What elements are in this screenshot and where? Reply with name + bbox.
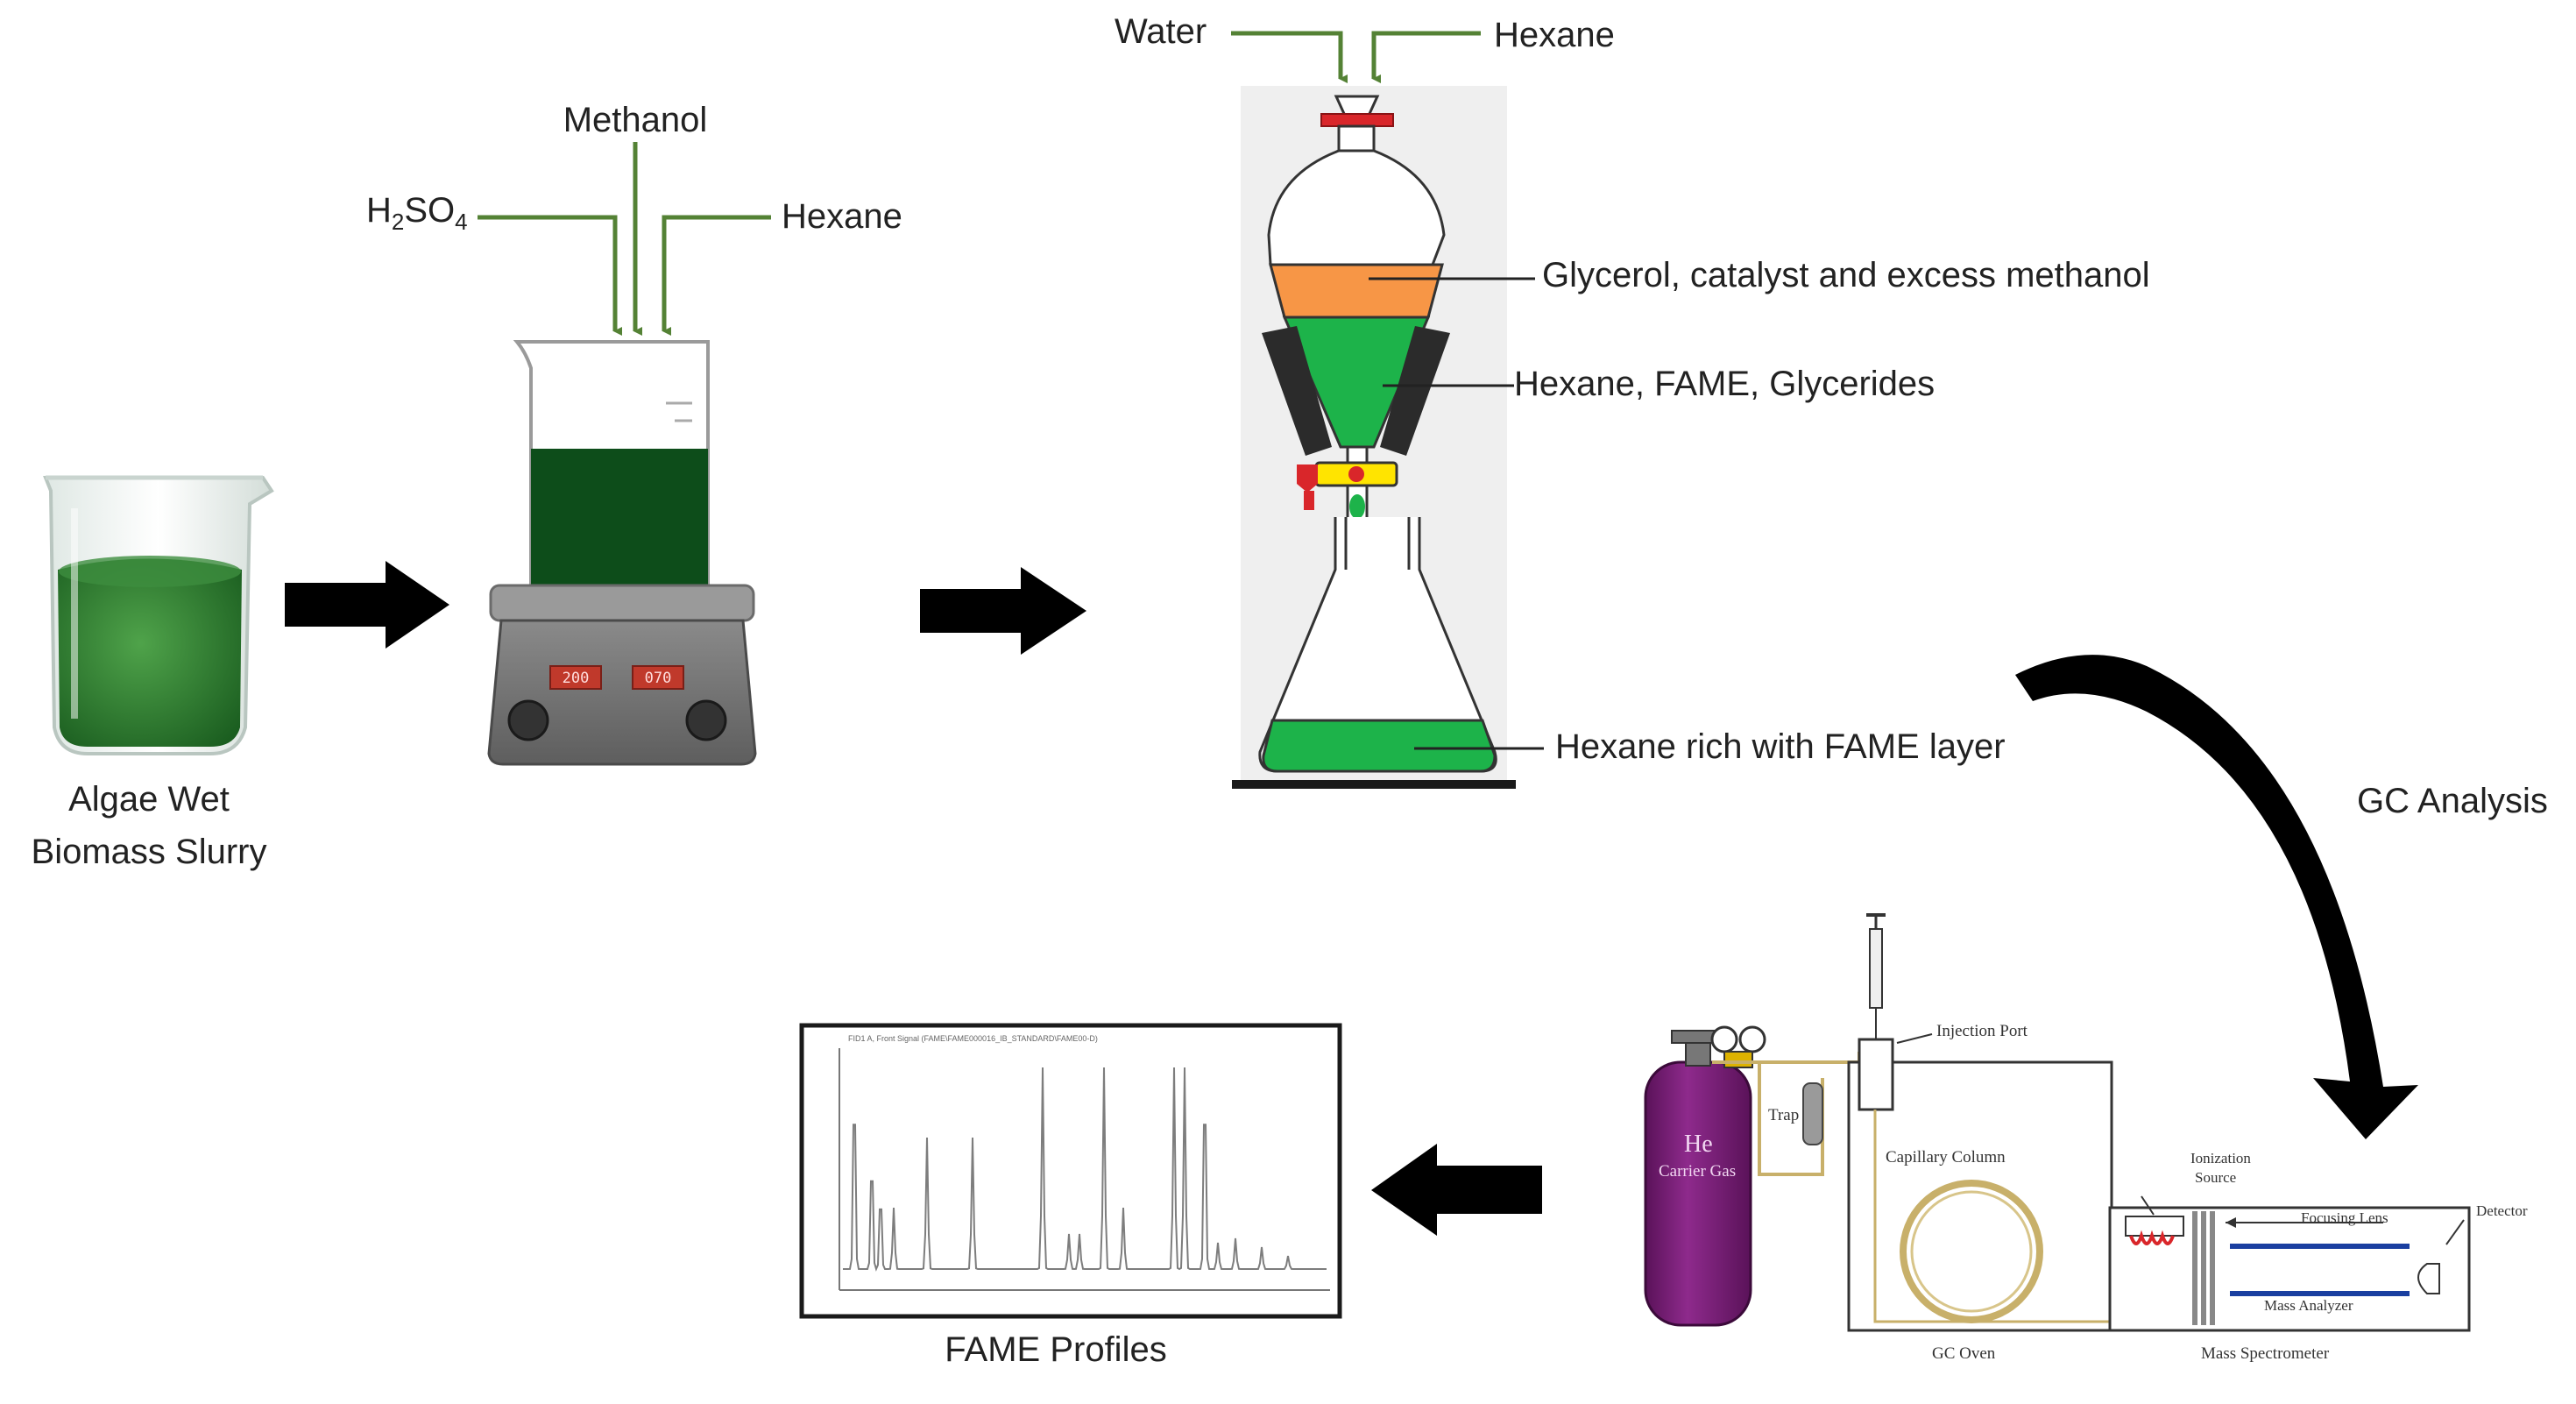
ionization-filament-icon	[2129, 1230, 2175, 1245]
detector-icon	[2417, 1263, 2440, 1294]
hexane-rich-label: Hexane rich with FAME layer	[1555, 727, 2006, 766]
flow-arrow-2	[920, 567, 1086, 655]
gc-analysis-label: GC Analysis	[2357, 782, 2548, 820]
hexane-funnel-label: Hexane	[1494, 16, 1615, 54]
algae-beaker	[43, 475, 274, 755]
gc-oven-label: GC Oven	[1932, 1344, 1996, 1363]
chromatogram-trace	[843, 1067, 1327, 1272]
trap-label: Trap	[1768, 1106, 1800, 1124]
syringe-icon	[1869, 928, 1883, 1009]
water-label: Water	[1115, 12, 1207, 51]
hexane-reactor-label: Hexane	[782, 197, 902, 236]
methanol-label: Methanol	[563, 101, 708, 139]
fame-profiles-label: FAME Profiles	[945, 1330, 1167, 1369]
separatory-funnel-setup	[1231, 31, 1544, 789]
chromatogram-header: FID1 A, Front Signal (FAME\FAME000016_IB…	[848, 1034, 1098, 1043]
capillary-column-label: Capillary Column	[1886, 1148, 2006, 1166]
knob-left-icon	[507, 699, 549, 741]
h2so4-label: H2SO4	[366, 191, 468, 235]
algae-label-line1: Algae Wet	[68, 780, 230, 819]
pressure-gauge-icon	[1710, 1025, 1738, 1053]
ionization-label-1: Ionization	[2190, 1150, 2251, 1166]
flow-arrow-3	[1371, 1144, 1542, 1236]
gc-analysis-arrow	[2015, 655, 2418, 1139]
reagent-arrows-reactor	[478, 142, 771, 336]
hot-plate: 200 070	[487, 584, 757, 766]
gcms-instrument	[1644, 913, 2471, 1332]
algae-label-line2: Biomass Slurry	[31, 833, 267, 871]
he-label: He	[1684, 1131, 1713, 1158]
hotplate-display-right: 070	[645, 670, 672, 687]
focusing-lens-label: Focusing Lens	[2301, 1209, 2388, 1226]
mass-analyzer-label: Mass Analyzer	[2264, 1297, 2353, 1314]
ionization-label-2: Source	[2195, 1169, 2237, 1186]
mass-spectrometer-label: Mass Spectrometer	[2201, 1344, 2330, 1363]
hexane-fame-layer-label: Hexane, FAME, Glycerides	[1514, 365, 1936, 403]
injection-port-label: Injection Port	[1936, 1022, 2028, 1040]
knob-right-icon	[685, 699, 727, 741]
pressure-gauge-icon	[1738, 1025, 1766, 1053]
glycerol-layer-label: Glycerol, catalyst and excess methanol	[1542, 256, 2150, 294]
carrier-gas-label: Carrier Gas	[1659, 1162, 1737, 1181]
capillary-coil-icon	[1900, 1180, 2043, 1323]
flow-arrow-1	[285, 561, 449, 649]
injection-port	[1858, 1038, 1894, 1111]
detector-label: Detector	[2476, 1202, 2528, 1219]
gas-cylinder-icon	[1644, 1060, 1752, 1327]
mass-spectrometer-box	[2108, 1206, 2471, 1332]
hotplate-display-left: 200	[563, 670, 590, 687]
reactor-beaker	[513, 340, 710, 598]
fame-chromatogram: FID1 A, Front Signal (FAME\FAME000016_IB…	[799, 1023, 1342, 1319]
